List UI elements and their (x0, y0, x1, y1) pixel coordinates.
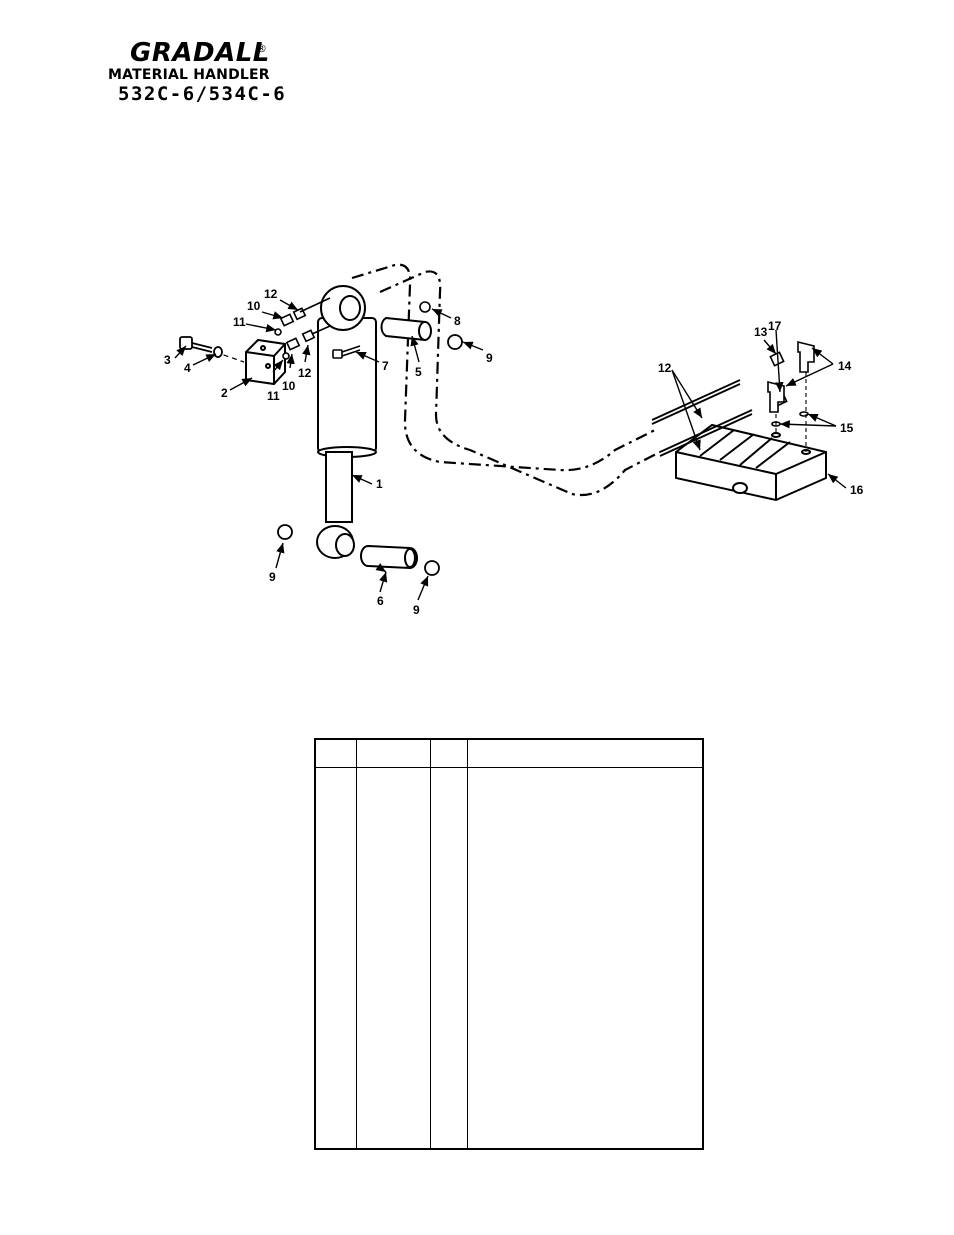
cylinder-bolt (332, 345, 361, 359)
column-divider (467, 740, 468, 1148)
parts-list-table (314, 738, 704, 1150)
brand-logo: GRADALL (130, 38, 270, 68)
callout-12-right: 12 (658, 361, 672, 375)
callout-4: 4 (184, 361, 191, 375)
callout-12-upper: 12 (264, 287, 278, 301)
callout-16: 16 (850, 483, 864, 497)
callout-9-lower-right: 9 (413, 603, 420, 617)
hose-route (351, 263, 661, 496)
leader-arrows (174, 299, 847, 601)
tank-fittings (767, 340, 815, 452)
callout-3: 3 (164, 353, 171, 367)
callout-14: 14 (838, 359, 852, 373)
model-number: 532C-6/534C-6 (118, 83, 287, 105)
registered-mark: ® (256, 42, 267, 55)
callout-11-upper: 11 (233, 315, 246, 329)
pins (360, 316, 432, 570)
callout-15: 15 (840, 421, 854, 435)
callout-8: 8 (454, 314, 461, 328)
callout-13: 13 (754, 325, 768, 339)
callout-5: 5 (415, 365, 422, 379)
brand-header: GRADALL ® MATERIAL HANDLER 532C-6/534C-6 (104, 38, 304, 108)
callout-17: 17 (768, 319, 782, 333)
table-header-rule (316, 767, 702, 768)
callout-11-lower: 11 (267, 389, 280, 403)
exploded-parts-diagram: 1 2 3 4 5 6 7 8 9 9 9 10 10 11 11 12 12 … (164, 263, 864, 617)
callout-12-middle: 12 (298, 366, 312, 380)
callout-10-upper: 10 (247, 299, 261, 313)
nut (419, 301, 431, 313)
valve-block (214, 338, 286, 386)
hoses (651, 379, 753, 457)
column-divider (430, 740, 431, 1148)
column-divider (356, 740, 357, 1148)
callout-2: 2 (221, 386, 228, 400)
callout-7: 7 (382, 359, 389, 373)
callout-9-lower-left: 9 (269, 570, 276, 584)
snap-rings (277, 334, 463, 576)
callout-9-upper: 9 (486, 351, 493, 365)
callout-10-lower: 10 (282, 379, 296, 393)
product-line: MATERIAL HANDLER (108, 67, 270, 83)
callout-6: 6 (377, 594, 384, 608)
cylinder-assembly (316, 285, 377, 559)
tank (675, 423, 827, 502)
callout-1: 1 (376, 477, 383, 491)
